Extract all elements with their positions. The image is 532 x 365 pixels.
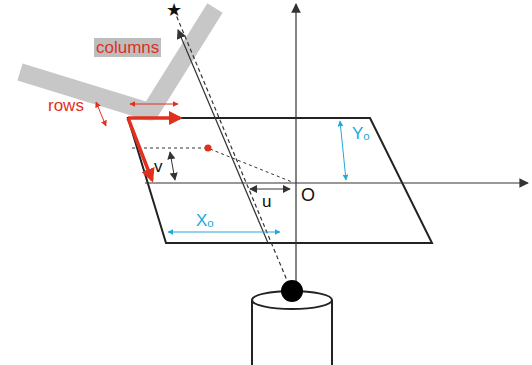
star-symbol: ★ [166, 0, 182, 20]
x-axis [145, 182, 528, 183]
offset-label: Xₒ [196, 212, 214, 229]
columns-arrow [130, 104, 178, 105]
tilted-axis [178, 30, 268, 243]
projection-ray [174, 10, 291, 290]
xo-arrow [168, 232, 280, 233]
axis-label: rows [48, 97, 84, 114]
yo-arrow [340, 121, 346, 180]
camera [252, 280, 332, 365]
optical-axis [295, 4, 296, 290]
u-arrow [250, 189, 290, 190]
axis-label: columns [94, 38, 161, 57]
offset-label: Yₒ [352, 125, 370, 142]
coordinate-label: u [262, 193, 271, 210]
column-axis [128, 116, 180, 120]
v-arrow [170, 152, 175, 180]
origin-label: O [301, 186, 315, 204]
row-axis [128, 118, 152, 180]
rows-arrow [96, 102, 106, 126]
projected-point [205, 145, 212, 152]
guide-line [132, 148, 206, 149]
image-plane [128, 118, 432, 243]
guide-line [210, 149, 292, 182]
coordinate-label: v [154, 158, 163, 175]
